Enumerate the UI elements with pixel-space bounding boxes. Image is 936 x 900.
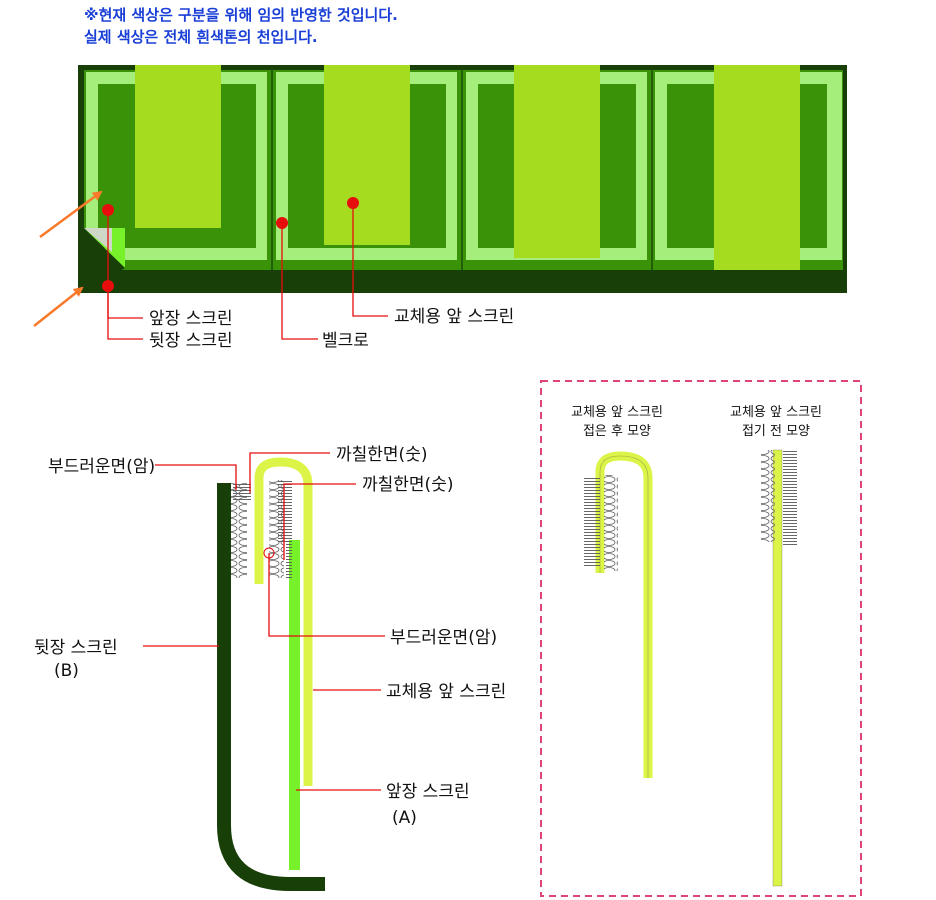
label-back-screen-id: (B): [54, 661, 79, 681]
velcro-hooks-top: [233, 483, 251, 501]
marker-front-screen: [102, 204, 114, 216]
replacement-panel: [514, 65, 600, 258]
comparison-box: [540, 380, 862, 897]
panel-2: [276, 65, 457, 260]
replacement-screen-folded: [254, 457, 313, 786]
label-soft-side-top: 부드러운면(암): [48, 457, 155, 477]
marker-velcro: [276, 217, 288, 229]
velcro-hooks-inner: [278, 480, 292, 542]
panel-4: [655, 65, 842, 270]
note-line-1: ※현재 색상은 구분을 위해 임의 반영한 것입니다.: [84, 6, 398, 24]
panel-3: [466, 65, 647, 260]
arrow-back-screen-icon: [33, 286, 84, 327]
cross-section: [143, 452, 385, 891]
label-velcro: 벨크로: [322, 331, 369, 351]
replacement-panel: [324, 65, 410, 245]
label-front-screen: 앞장 스크린: [149, 309, 233, 329]
replacement-panel: [135, 65, 221, 228]
label-back-screen: 뒷장 스크린: [149, 331, 233, 351]
back-screen-b: [217, 483, 325, 891]
front-screen-a: [289, 540, 300, 870]
velcro-loops-top: [231, 483, 247, 578]
label-soft-side-mid: 부드러운면(암): [390, 628, 497, 648]
marker-replacement: [347, 197, 359, 209]
label-rough-side-2: 까칠한면(숫): [362, 475, 453, 495]
label-replacement-side: 교체용 앞 스크린: [386, 682, 506, 702]
replacement-panel: [714, 65, 800, 270]
label-rough-side-1: 까칠한면(숫): [336, 445, 427, 465]
label-front-screen-side: 앞장 스크린: [386, 782, 470, 802]
label-folded-title: 교체용 앞 스크린: [571, 405, 663, 420]
label-front-screen-id: (A): [392, 808, 417, 828]
label-folded-subtitle: 접은 후 모양: [583, 424, 651, 439]
label-replacement-front: 교체용 앞 스크린: [394, 307, 514, 327]
folded-corner-fold: [84, 228, 112, 252]
folded-replacement-illustration: [584, 451, 653, 778]
folded-corner-shadow: [84, 228, 125, 293]
label-unfolded-title: 교체용 앞 스크린: [730, 405, 822, 420]
arrow-front-screen-icon: [39, 190, 103, 239]
top-front-view: [33, 65, 847, 340]
note-line-2: 실제 색상은 전체 흰색톤의 천입니다.: [84, 28, 318, 46]
label-unfolded-subtitle: 접기 전 모양: [742, 424, 810, 439]
label-back-screen-side: 뒷장 스크린: [34, 638, 118, 658]
unfolded-replacement-illustration: [761, 449, 797, 887]
